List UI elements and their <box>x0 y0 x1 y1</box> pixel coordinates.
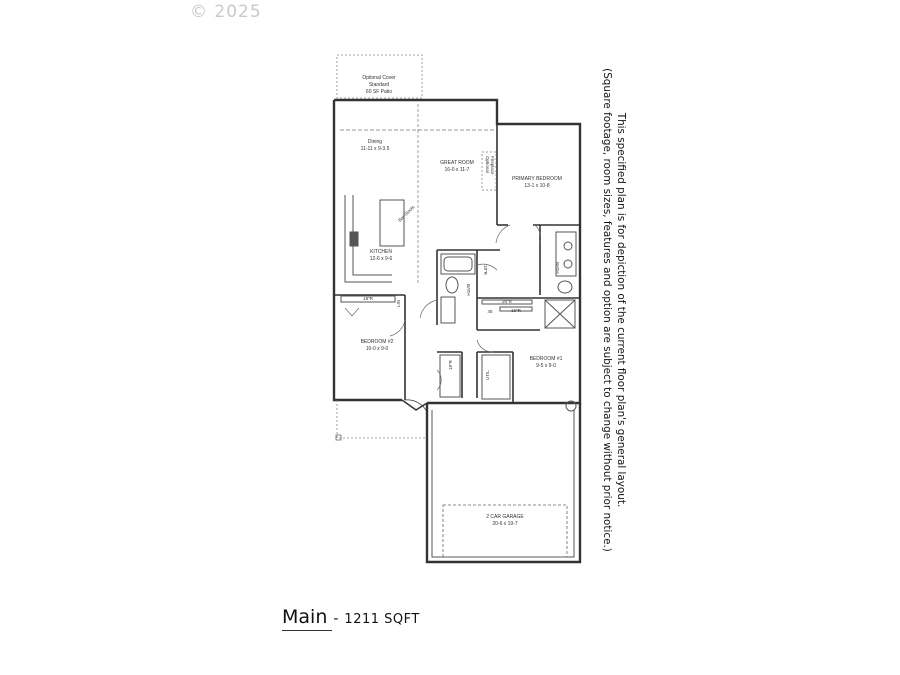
patio-line-3: 60 SF Patio <box>366 89 392 95</box>
dining-dims: 11-11 x 9-3.5 <box>361 146 390 152</box>
garage-door <box>442 504 568 558</box>
floor-title: Main - 1211 SQFT <box>282 606 420 628</box>
primary-bedroom-dims: 13-1 x 10-8 <box>524 183 550 189</box>
great-room-dims: 16-0 x 11-7 <box>445 167 470 173</box>
fireplace-line-2: Fireplace <box>490 156 495 175</box>
copyright-watermark: © 2025 <box>190 2 262 22</box>
primary-bedroom-name: PRIMARY BEDROOM <box>512 176 562 182</box>
dining-name: Dining <box>368 139 382 145</box>
disclaimer-line-1: This specified plan is for depiction of … <box>615 112 627 508</box>
bar-stools-note: Bar Stools <box>397 204 416 223</box>
bedroom2-dims: 10-0 x 9-0 <box>366 346 389 352</box>
shelf-label-5: 18"R <box>448 359 453 370</box>
garage-inner-wall <box>431 410 575 558</box>
disclaimer-line-2: (Square footage, room sizes, features an… <box>601 68 613 552</box>
bedroom1-name: BEDROOM #1 <box>530 356 563 362</box>
shelf-label-3: 16"R <box>511 308 522 313</box>
porch-outline <box>336 400 427 439</box>
bedroom1-dims: 9-5 x 9-0 <box>536 363 556 369</box>
bedroom2-name: BEDROOM #2 <box>361 339 394 345</box>
door-swings <box>344 224 541 391</box>
small-label-45: 45 <box>487 309 493 314</box>
disclaimer-note: This specified plan is for depiction of … <box>600 30 628 590</box>
title-underline <box>282 630 332 631</box>
patio-line-2: Standard <box>369 82 390 88</box>
kitchen-name: KITCHEN <box>370 249 392 255</box>
floor-separator: - <box>333 611 339 627</box>
interior-walls <box>334 124 580 403</box>
shelf-label-4: 20"R <box>502 299 513 304</box>
meter <box>335 434 342 441</box>
fireplace-box <box>481 151 497 191</box>
entry <box>401 399 428 413</box>
great-room-name: GREAT ROOM <box>440 160 474 166</box>
water-heater <box>565 400 577 412</box>
kitchen-counters <box>344 195 405 283</box>
shelf-label-1: 18"R <box>363 296 374 301</box>
closets <box>340 295 533 400</box>
bath-fixtures <box>440 231 577 329</box>
patio-line-1: Optional Cover <box>362 75 396 81</box>
kitchen-dims: 12-6 x 9-6 <box>370 256 393 262</box>
floor-sqft: 1211 SQFT <box>344 612 420 627</box>
garage-dims: 20-6 x 19-7 <box>492 521 518 527</box>
lin-label: LIN <box>396 300 401 307</box>
primary-bath-label: BATH <box>555 262 560 274</box>
fireplace-line-1: Optional <box>485 156 490 173</box>
shelf-label-2: 18"R <box>483 265 488 276</box>
exterior-walls <box>332 98 582 564</box>
floor-name: Main <box>282 606 328 628</box>
util-label: UTIL <box>485 370 490 380</box>
hall-bath-label: BATH <box>466 284 471 296</box>
garage-name: 2 CAR GARAGE <box>486 514 524 520</box>
